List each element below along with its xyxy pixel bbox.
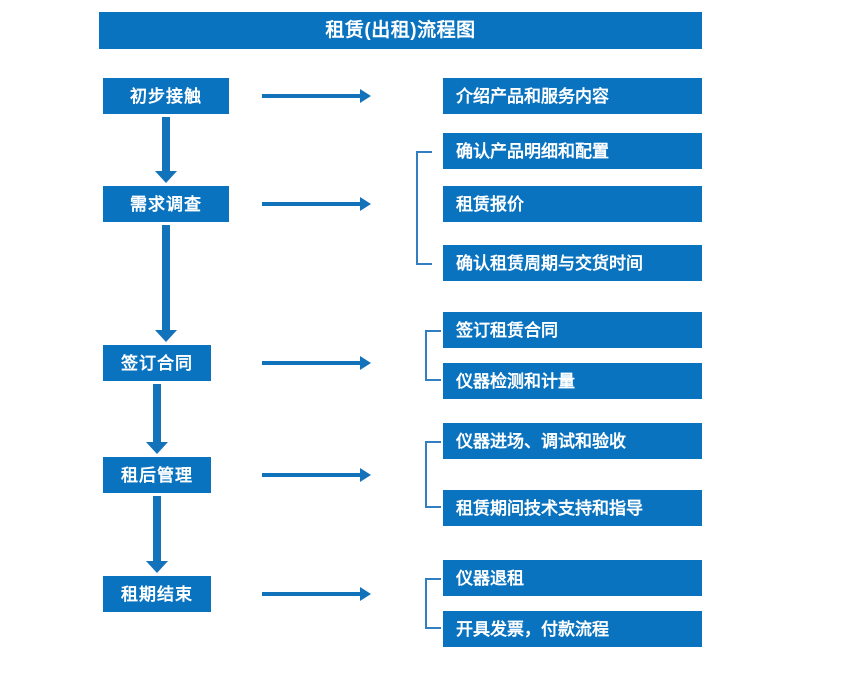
stage-box-4-label: 租后管理 (121, 465, 193, 485)
bracket-left-icon-4 (425, 441, 441, 508)
stage-box-3-label: 签订合同 (121, 353, 193, 373)
detail-box-4-2-label: 租赁期间技术支持和指导 (456, 498, 643, 518)
arrow-down-icon-2 (155, 225, 177, 342)
stage-box-5-label: 租期结束 (121, 584, 193, 604)
arrow-right-icon-3 (262, 356, 371, 370)
bracket-left-icon-2 (416, 151, 432, 265)
detail-box-3-1-label: 签订租赁合同 (456, 320, 558, 340)
detail-box-2-1[interactable]: 确认产品明细和配置 (443, 133, 702, 169)
detail-box-2-3[interactable]: 确认租赁周期与交货时间 (443, 245, 702, 281)
arrow-right-icon-5 (262, 587, 371, 601)
arrow-right-icon-1 (262, 89, 371, 103)
detail-box-3-2-label: 仪器检测和计量 (456, 371, 575, 391)
detail-box-5-2[interactable]: 开具发票，付款流程 (443, 611, 702, 647)
detail-box-1-1[interactable]: 介绍产品和服务内容 (443, 78, 702, 114)
stage-box-5[interactable]: 租期结束 (103, 576, 211, 612)
page-title: 租赁(出租)流程图 (325, 20, 476, 41)
arrow-down-icon-4 (146, 496, 168, 573)
detail-box-4-1[interactable]: 仪器进场、调试和验收 (443, 423, 702, 459)
bracket-left-icon-3 (425, 330, 441, 381)
stage-box-2-label: 需求调查 (130, 194, 202, 214)
detail-box-2-2-label: 租赁报价 (456, 194, 524, 214)
arrow-down-icon-1 (155, 117, 177, 183)
detail-box-3-2[interactable]: 仪器检测和计量 (443, 363, 702, 399)
detail-box-3-1[interactable]: 签订租赁合同 (443, 312, 702, 348)
arrow-right-icon-4 (262, 468, 371, 482)
detail-box-1-1-label: 介绍产品和服务内容 (456, 86, 609, 106)
arrow-right-icon-2 (262, 197, 371, 211)
detail-box-5-2-label: 开具发票，付款流程 (456, 619, 609, 639)
detail-box-5-1[interactable]: 仪器退租 (443, 560, 702, 596)
stage-box-4[interactable]: 租后管理 (103, 457, 211, 493)
chart-title-bar: 租赁(出租)流程图 (99, 12, 702, 49)
detail-box-2-2[interactable]: 租赁报价 (443, 186, 702, 222)
detail-box-5-1-label: 仪器退租 (456, 568, 524, 588)
stage-box-1-label: 初步接触 (130, 86, 202, 106)
detail-box-4-2[interactable]: 租赁期间技术支持和指导 (443, 490, 702, 526)
stage-box-3[interactable]: 签订合同 (103, 345, 211, 381)
stage-box-2[interactable]: 需求调查 (103, 186, 229, 222)
detail-box-4-1-label: 仪器进场、调试和验收 (456, 431, 626, 451)
bracket-left-icon-5 (425, 578, 441, 629)
stage-box-1[interactable]: 初步接触 (103, 78, 229, 114)
detail-box-2-3-label: 确认租赁周期与交货时间 (456, 253, 643, 273)
detail-box-2-1-label: 确认产品明细和配置 (456, 141, 609, 161)
arrow-down-icon-3 (146, 384, 168, 454)
